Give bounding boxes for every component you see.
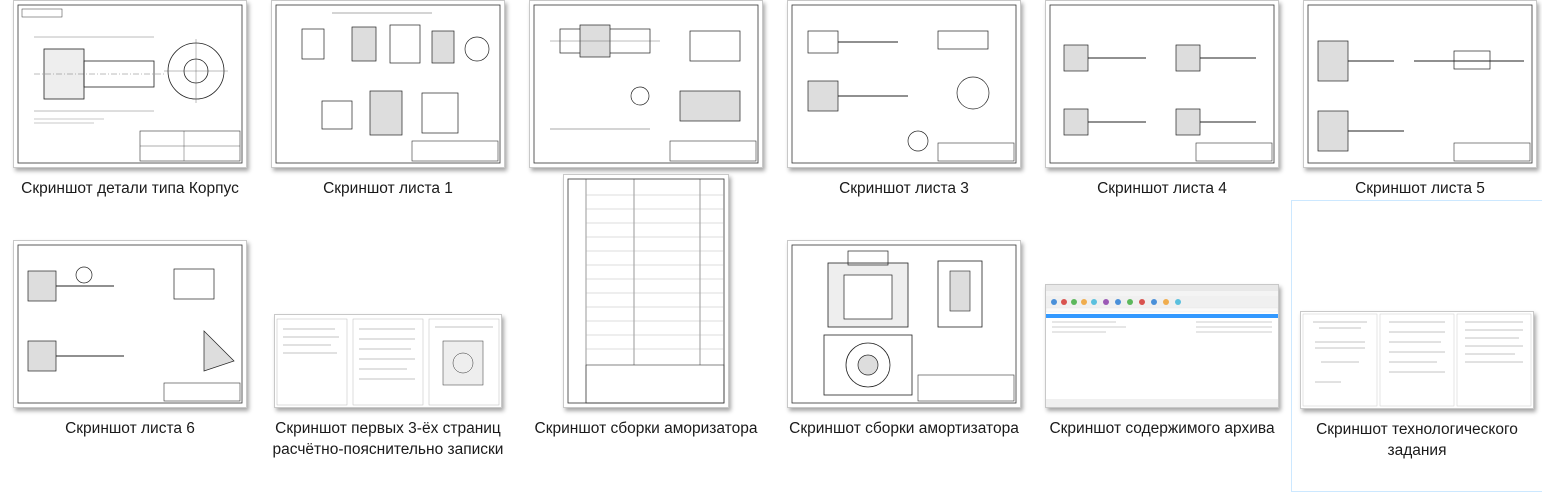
- spec-thumbnail-image: [563, 174, 729, 408]
- thumbnail-sheet-4[interactable]: Скриншот листа 4: [1033, 0, 1291, 250]
- thumbnail-frame: [259, 242, 517, 408]
- thumbnail-frame: [517, 174, 775, 408]
- thumbnail-note-pages[interactable]: Скриншот первых 3-ёх страниц расчётно-по…: [259, 242, 517, 490]
- drawing-thumbnail-image: [13, 240, 247, 408]
- archive-window-thumbnail-image: [1045, 284, 1279, 408]
- drawing-thumbnail-image: [13, 0, 247, 168]
- thumbnail-frame: [775, 0, 1033, 168]
- thumbnail-frame: [259, 0, 517, 168]
- thumbnail-frame: [1, 0, 259, 168]
- drawing-thumbnail-image: [529, 0, 763, 168]
- thumbnail-caption: Скриншот листа 1: [323, 180, 453, 197]
- thumbnail-frame: [1, 240, 259, 408]
- thumbnail-caption: Скриншот содержимого архива: [1049, 420, 1275, 437]
- document-thumbnail-image: [274, 314, 502, 408]
- thumbnail-frame: [1033, 242, 1291, 408]
- drawing-thumbnail-image: [787, 0, 1021, 168]
- drawing-thumbnail-image: [271, 0, 505, 168]
- thumbnail-tech-assignment[interactable]: Скриншот технологического задания: [1291, 200, 1542, 492]
- thumbnail-sheet-5[interactable]: Скриншот листа 5: [1291, 0, 1542, 250]
- thumbnail-frame: [517, 0, 775, 168]
- thumbnail-sheet-6[interactable]: Скриншот листа 6: [1, 240, 259, 490]
- thumbnail-frame: [1291, 0, 1542, 168]
- thumbnail-sheet-2[interactable]: Скриншот листа 2: [517, 0, 775, 250]
- thumbnail-korpus[interactable]: Скриншот детали типа Корпус: [1, 0, 259, 250]
- thumbnail-caption: Скриншот листа 6: [65, 420, 195, 437]
- thumbnail-spec-assembly[interactable]: Скриншот сборки аморизатора: [517, 174, 775, 490]
- thumbnail-caption: Скриншот сборки аморизатора: [534, 420, 758, 437]
- thumbnail-sheet-3[interactable]: Скриншот листа 3: [775, 0, 1033, 250]
- drawing-thumbnail-image: [787, 240, 1021, 408]
- thumbnail-caption: Скриншот детали типа Корпус: [21, 180, 239, 197]
- thumbnail-archive-contents[interactable]: Скриншот содержимого архива: [1033, 242, 1291, 490]
- drawing-thumbnail-image: [1303, 0, 1537, 168]
- thumbnail-frame: [775, 240, 1033, 408]
- thumbnail-caption: Скриншот листа 5: [1355, 180, 1485, 197]
- thumbnail-caption: Скриншот технологического задания: [1316, 421, 1518, 459]
- thumbnail-caption: Скриншот листа 3: [839, 180, 969, 197]
- document-thumbnail-image: [1300, 311, 1534, 409]
- thumbnail-caption: Скриншот первых 3-ёх страниц расчётно-по…: [272, 420, 504, 458]
- drawing-thumbnail-image: [1045, 0, 1279, 168]
- thumbnail-frame: [1033, 0, 1291, 168]
- thumbnail-caption: Скриншот листа 4: [1097, 180, 1227, 197]
- thumbnail-caption: Скриншот сборки амортизатора: [789, 420, 1019, 437]
- thumbnail-frame: [1292, 201, 1542, 409]
- thumbnail-sheet-1[interactable]: Скриншот листа 1: [259, 0, 517, 250]
- thumbnail-assembly-drawing[interactable]: Скриншот сборки амортизатора: [775, 240, 1033, 490]
